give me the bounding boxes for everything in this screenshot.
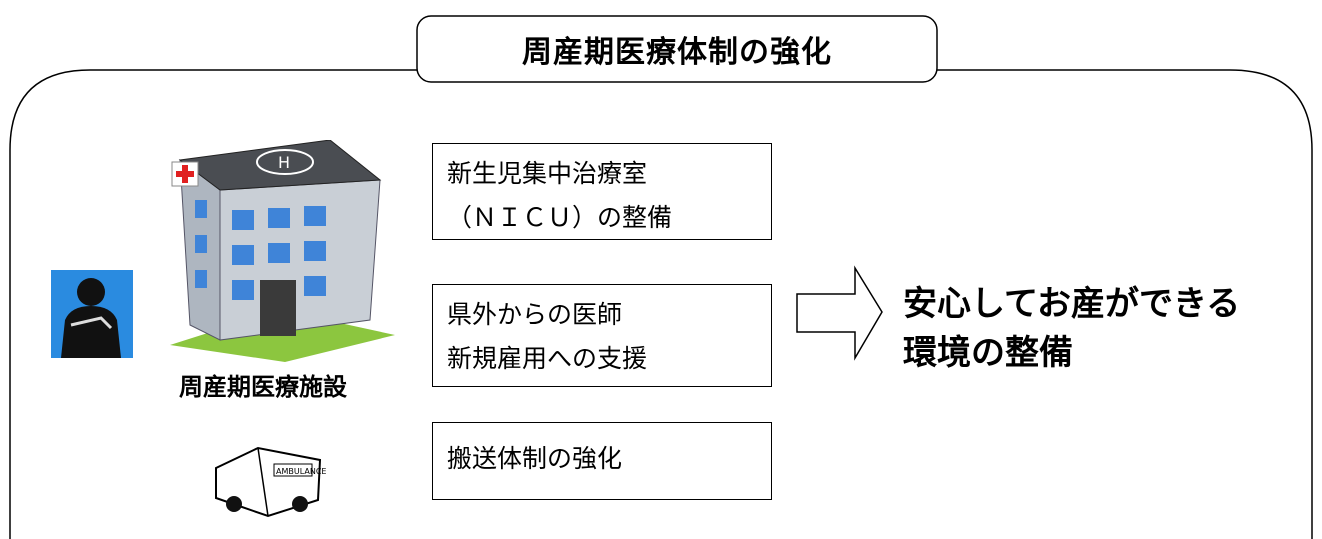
measure-line: （ＮＩＣＵ）の整備 (447, 203, 673, 232)
measure-box-doctor-support: 県外からの医師 新規雇用への支援 (432, 284, 772, 387)
svg-text:H: H (278, 153, 290, 172)
measure-line: 新生児集中治療室 (447, 159, 648, 188)
facility-label: 周産期医療施設 (179, 373, 347, 401)
hospital-icon: H (170, 140, 395, 362)
outer-frame-border (9, 69, 1313, 539)
measure-line: 新規雇用への支援 (447, 344, 648, 373)
result-line: 安心してお産ができる (903, 284, 1241, 324)
diagram-title: 周産期医療体制の強化 (522, 35, 832, 70)
measure-box-nicu: 新生児集中治療室 （ＮＩＣＵ）の整備 (432, 143, 772, 240)
measure-line: 県外からの医師 (447, 300, 623, 329)
measure-box-transport: 搬送体制の強化 (432, 422, 772, 500)
arrow-right-icon (796, 265, 883, 361)
ambulance-icon: AMBULANCE (215, 446, 326, 518)
doctor-icon (51, 270, 133, 358)
ambulance-label: AMBULANCE (276, 467, 326, 476)
result-text: 安心してお産ができる 環境の整備 (903, 280, 1313, 378)
result-line: 環境の整備 (903, 333, 1073, 373)
measure-line: 搬送体制の強化 (447, 444, 623, 473)
title-box (416, 15, 938, 83)
